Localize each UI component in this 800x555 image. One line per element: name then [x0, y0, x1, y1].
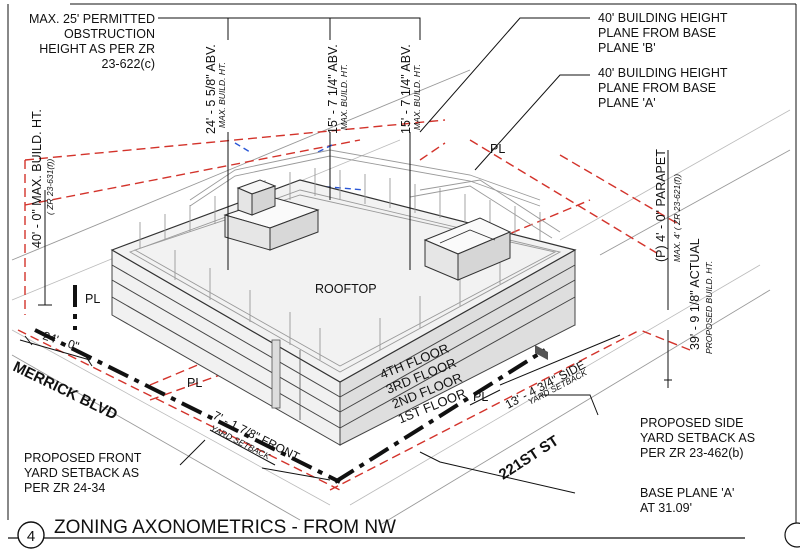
front-callout-line-3: PER ZR 24-34	[24, 481, 105, 495]
plane-a-callout-line-2: PLANE FROM BASE	[598, 81, 716, 95]
leader-lines	[19, 17, 672, 494]
actual-height-dimension: 39' - 9 1/8" ACTUAL PROPOSED BUILD. HT.	[688, 238, 714, 354]
dim-15-a-label: 15' - 7 1/4" ABV.	[326, 44, 340, 134]
pl-label-front: PL	[187, 376, 202, 390]
obstruction-callout-line-2: OBSTRUCTION	[64, 27, 155, 41]
plane-a-callout-line-3: PLANE 'A'	[598, 96, 656, 110]
parapet-label: (P) 4' - 0" PARAPET	[654, 149, 668, 262]
obstruction-height-callout: MAX. 25' PERMITTED OBSTRUCTION HEIGHT AS…	[29, 12, 155, 71]
dim-15-a-sub: MAX. BUILD. HT.	[339, 64, 349, 130]
obstruction-callout-line-4: 23-622(c)	[102, 57, 156, 71]
front-callout-line-2: YARD SETBACK AS	[24, 466, 139, 480]
obstruction-callout-line-1: MAX. 25' PERMITTED	[29, 12, 155, 26]
front-setback-callout: PROPOSED FRONT YARD SETBACK AS PER ZR 24…	[24, 451, 142, 495]
building-height-plane-b-callout: 40' BUILDING HEIGHT PLANE FROM BASE PLAN…	[598, 11, 728, 55]
pl-label-side: PL	[473, 390, 488, 404]
plane-a-callout-line-1: 40' BUILDING HEIGHT	[598, 66, 728, 80]
dim-24-5-label: 24' - 5 5/8" ABV.	[204, 44, 218, 134]
dim-24-5-abv: 24' - 5 5/8" ABV. MAX. BUILD. HT.	[204, 44, 227, 134]
front-callout-line-1: PROPOSED FRONT	[24, 451, 142, 465]
side-callout-line-2: YARD SETBACK AS	[640, 431, 755, 445]
dim-15-7-abv-b: 15' - 7 1/4" ABV. MAX. BUILD. HT.	[399, 44, 422, 134]
base-callout-line-2: AT 31.09'	[640, 501, 692, 515]
max-build-height-dimension: 40' - 0" MAX. BUILD. HT. ( ZR 23-631(f))	[30, 109, 55, 248]
view-number-bubble	[17, 521, 45, 549]
street-merrick-blvd: MERRICK BLVD	[10, 358, 120, 423]
actual-ht-label: 39' - 9 1/8" ACTUAL	[688, 238, 702, 350]
rooftop-bulkhead-north	[223, 179, 320, 251]
plane-b-callout-line-3: PLANE 'B'	[598, 41, 656, 55]
property-lines	[34, 285, 548, 484]
pl-label-west: PL	[85, 292, 100, 306]
obstruction-callout-line-3: HEIGHT AS PER ZR	[39, 42, 155, 56]
base-plane-callout: BASE PLANE 'A' AT 31.09'	[640, 486, 734, 515]
plane-b-callout-line-2: PLANE FROM BASE	[598, 26, 716, 40]
dim-15-b-sub: MAX. BUILD. HT.	[412, 64, 422, 130]
dim-15-b-label: 15' - 7 1/4" ABV.	[399, 44, 413, 134]
side-callout-line-3: PER ZR 23-462(b)	[640, 446, 744, 460]
rooftop-bulkhead-south	[423, 217, 512, 281]
front-setback-dimension: 7' - 1 7/8" FRONT YARD SETBACK	[209, 408, 302, 464]
street-221st-st: 221ST ST	[496, 432, 562, 483]
pl-label-north: PL	[490, 142, 505, 156]
view-title: ZONING AXONOMETRICS - FROM NW	[54, 517, 396, 538]
parapet-dimension: (P) 4' - 0" PARAPET MAX. 4' ( ZR 23-621(…	[654, 149, 682, 262]
view-title-block: 4 ZONING AXONOMETRICS - FROM NW	[17, 517, 800, 549]
parapet-sub: MAX. 4' ( ZR 23-621(f))	[672, 174, 682, 262]
building-height-plane-a-callout: 40' BUILDING HEIGHT PLANE FROM BASE PLAN…	[598, 66, 728, 110]
side-setback-callout: PROPOSED SIDE YARD SETBACK AS PER ZR 23-…	[640, 416, 755, 460]
adjacent-view-bubble	[784, 522, 800, 548]
view-number: 4	[27, 528, 35, 545]
max-build-ht-label: 40' - 0" MAX. BUILD. HT.	[30, 109, 44, 248]
rooftop-label: ROOFTOP	[315, 282, 377, 296]
side-callout-line-1: PROPOSED SIDE	[640, 416, 744, 430]
max-build-ht-ref: ( ZR 23-631(f))	[45, 159, 55, 215]
dim-24-5-sub: MAX. BUILD. HT.	[217, 62, 227, 128]
actual-ht-sub: PROPOSED BUILD. HT.	[704, 261, 714, 354]
plane-b-callout-line-1: 40' BUILDING HEIGHT	[598, 11, 728, 25]
dim-15-7-abv-a: 15' - 7 1/4" ABV. MAX. BUILD. HT.	[326, 44, 349, 134]
base-callout-line-1: BASE PLANE 'A'	[640, 486, 734, 500]
